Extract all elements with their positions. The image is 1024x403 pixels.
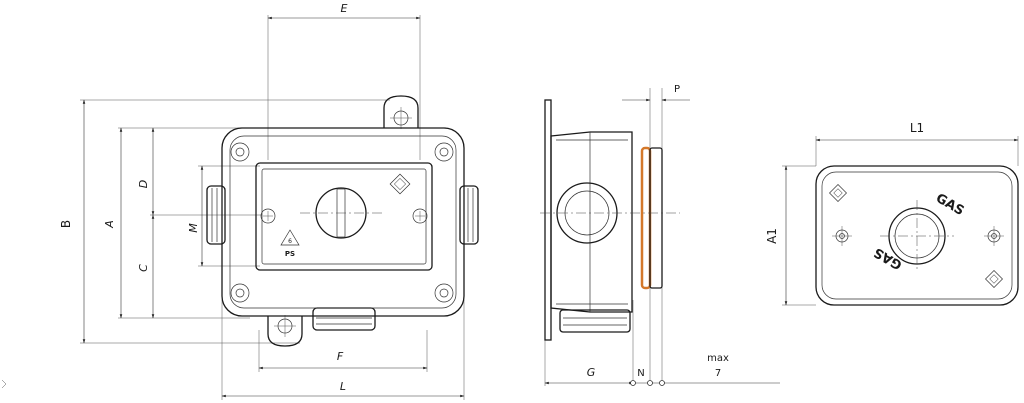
corner-mark [1,379,7,389]
max-label: max [707,353,729,364]
svg-text:6: 6 [288,238,292,245]
corner-screw-top-right [434,142,454,162]
enclosure-body [221,127,465,317]
corner-screw-bottom-right [434,283,454,303]
plate-screw-left [832,226,852,246]
side-bottom-gland [559,309,631,333]
dim-m-label: M [187,223,200,233]
bottom-mount-tab [267,316,303,347]
plate-screw-right [984,226,1004,246]
right-cable-gland [459,185,479,245]
dim-f-label: F [337,350,344,363]
dim-l1-label: L1 [910,121,924,135]
side-gasket [640,146,652,290]
inspection-window-frame [255,162,433,271]
label-plate [815,165,1019,306]
corner-screw-bottom-left [230,283,250,303]
gas-text-top: GAS [933,191,967,219]
dim-g-label: G [587,366,596,379]
dim-n-label: N [637,368,644,379]
dim-d-label: D [137,180,150,188]
center-knob [315,187,367,239]
side-enclosure-body [550,131,633,313]
logo-diamond-icon [389,173,411,195]
bottom-cable-gland [312,307,376,331]
dim-l-label: L [340,380,346,393]
plate-view: L1 A1 GAS GAS [765,121,1019,306]
top-mount-tab [383,95,419,128]
dim-b-label: B [59,220,73,228]
dim-e-label: E [341,2,348,15]
plate-logo-top-left-icon [829,184,847,202]
window-screw-left [260,208,276,224]
window-screw-right [412,208,428,224]
dim-a-label: A [103,220,116,229]
left-cable-gland [206,185,226,245]
max-value: 7 [715,368,721,379]
dim-c-label: C [137,264,150,272]
gas-text-bottom: GAS [871,244,905,272]
plate-logo-bottom-right-icon [985,270,1003,288]
inspection-window [261,168,427,265]
recycling-icon: 6 PS [280,229,300,258]
side-view: P G N max 7 [540,84,780,386]
side-cover-plate [649,147,663,289]
dim-p-label: P [674,84,680,95]
recycle-code: PS [285,250,295,258]
dim-a1-label: A1 [765,228,779,244]
side-mount-plate [544,99,552,341]
corner-screw-top-left [230,142,250,162]
front-view: E B A D C M F L [59,2,479,400]
